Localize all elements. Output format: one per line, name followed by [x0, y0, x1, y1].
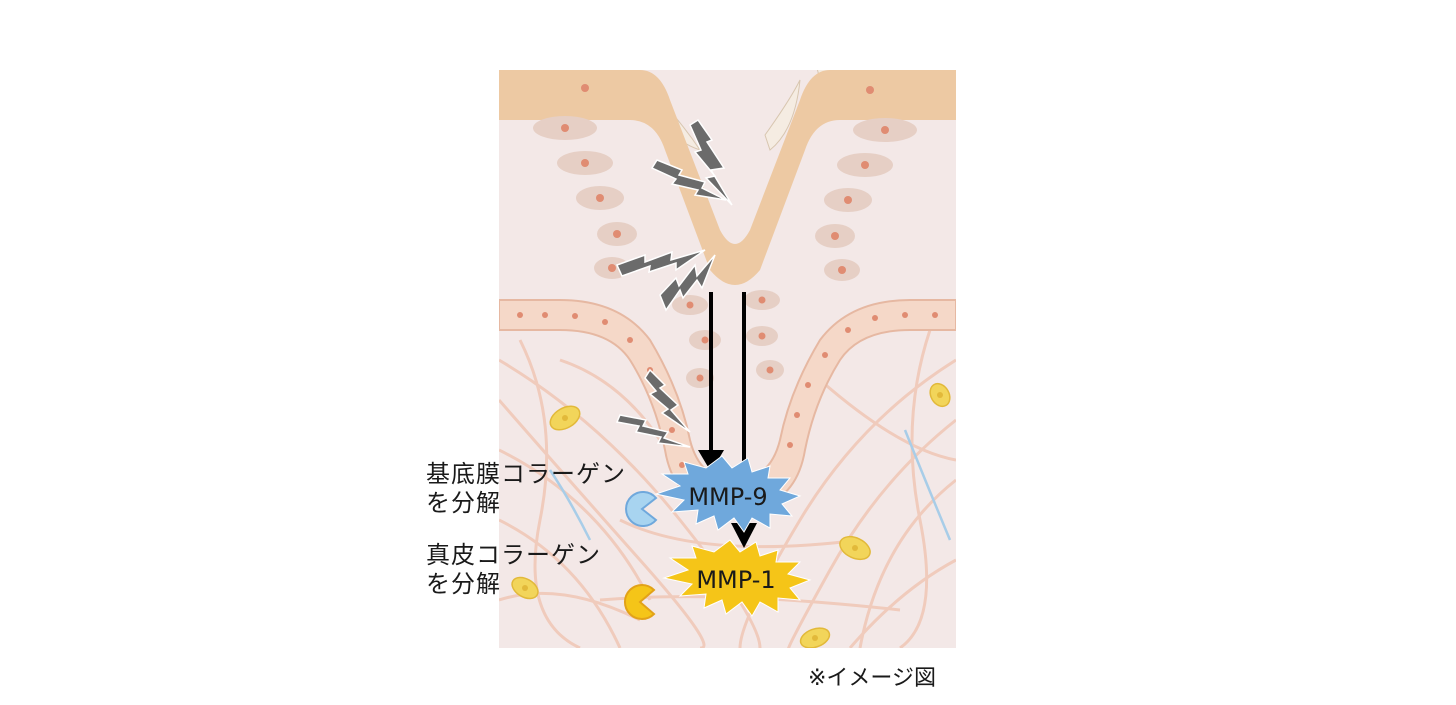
- elastic-fibers: [548, 429, 952, 541]
- lightning-icon: [644, 368, 691, 433]
- uv-lightning-bolts: [615, 118, 733, 448]
- keratinocytes: [533, 84, 917, 388]
- lightning-icon: [689, 118, 733, 206]
- mmp9-description-line2: を分解: [426, 489, 501, 517]
- mmp9-description-line1: 基底膜コラーゲン: [426, 460, 626, 488]
- mmp1-burst: MMP-1: [662, 539, 812, 617]
- tissue-panel: [499, 70, 956, 648]
- basal-cell-layer: [499, 299, 956, 512]
- mmp1-label: MMP-1: [696, 566, 775, 594]
- epidermis-surface: [499, 70, 956, 285]
- arrow-head: [698, 450, 724, 472]
- mmp1-description: 真皮コラーゲン を分解: [426, 541, 601, 599]
- mmp9-label: MMP-9: [688, 483, 767, 511]
- lightning-icon: [650, 159, 727, 201]
- arrow-head: [731, 523, 757, 548]
- mmp1-enzyme-icon: [623, 584, 656, 620]
- image-note: ※イメージ図: [808, 666, 936, 691]
- lightning-icon: [615, 414, 691, 448]
- mmp1-description-line2: を分解: [426, 570, 501, 598]
- mmp9-description: 基底膜コラーゲン を分解: [426, 460, 626, 518]
- mmp9-burst: MMP-9: [654, 455, 802, 533]
- lightning-icon: [659, 254, 716, 312]
- mmp1-description-line1: 真皮コラーゲン: [426, 541, 601, 569]
- mmp9-enzyme-icon: [625, 491, 658, 527]
- fibroblast-nuclei: [522, 392, 943, 641]
- lightning-icon: [615, 249, 706, 277]
